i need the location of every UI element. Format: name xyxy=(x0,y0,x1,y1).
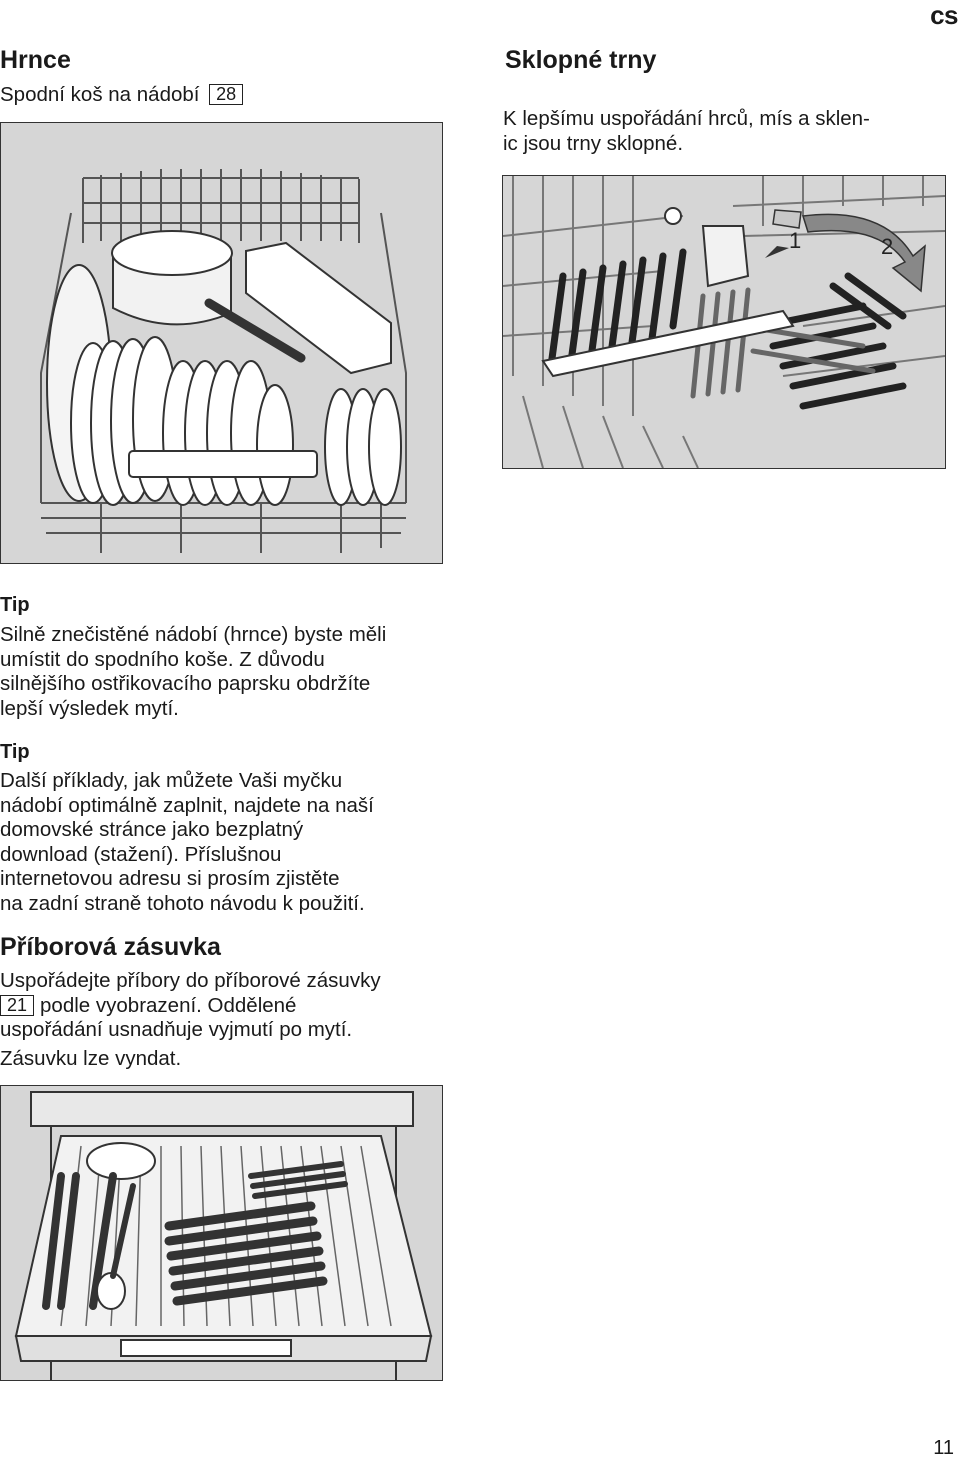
cutlery-line-2-text: podle vyobrazení. Oddělené xyxy=(40,993,297,1017)
page-number: 11 xyxy=(933,1437,954,1459)
tip-1-label: Tip xyxy=(0,594,30,616)
figure-label-2: 2 xyxy=(881,234,893,259)
cutlery-line-1: Uspořádejte příbory do příborové zásuvky xyxy=(0,969,381,992)
part-reference-28: 28 xyxy=(209,84,244,105)
folding-spikes-drawing: 1 2 xyxy=(503,176,945,468)
tip-1-line: lepší výsledek mytí. xyxy=(0,696,179,720)
subtitle-text: Spodní koš na nádobí xyxy=(0,83,200,106)
tip-2-line: nádobí optimálně zaplnit, najdete na naš… xyxy=(0,793,374,817)
section-title-pots: Hrnce xyxy=(0,46,71,74)
language-code: cs xyxy=(930,0,958,30)
folding-spikes-line: K lepšímu uspořádání hrců, mís a sklen- xyxy=(503,107,870,130)
lower-basket-illustration xyxy=(0,122,443,564)
cutlery-line-3: uspořádání usnadňuje vyjmutí po mytí. xyxy=(0,1018,353,1041)
tip-1-line: silnějšího ostřikovacího paprsku obdržít… xyxy=(0,672,371,695)
folding-spikes-illustration: 1 2 xyxy=(502,175,946,469)
folding-spikes-line: ic jsou trny sklopné. xyxy=(503,131,684,155)
tip-1-line: Silně znečistěné nádobí (hrnce) byste mě… xyxy=(0,623,387,646)
tip-2-line: domovské stránce jako bezplatný xyxy=(0,818,304,841)
tip-2-line: na zadní straně tohoto návodu k použití. xyxy=(0,891,365,915)
tip-2-line: download (stažení). Příslušnou xyxy=(0,842,282,866)
tip-2-line: internetovou adresu si prosím zjistěte xyxy=(0,867,340,890)
section-title-folding-spikes: Sklopné trny xyxy=(505,46,657,74)
cutlery-drawer-illustration xyxy=(0,1085,443,1381)
figure-label-1: 1 xyxy=(789,228,801,253)
cutlery-drawer-text: Uspořádejte příbory do příborové zásuvky… xyxy=(0,969,381,1071)
tip-1-line: umístit do spodního koše. Z důvodu xyxy=(0,647,325,671)
cutlery-drawer-drawing xyxy=(14,1091,433,1380)
tip-2-label: Tip xyxy=(0,741,30,763)
tip-2-text: Další příklady, jak můžete Vaši myčku ná… xyxy=(0,769,374,916)
section-subtitle-lower-basket: Spodní koš na nádobí 28 xyxy=(0,83,244,108)
tip-1-text: Silně znečistěné nádobí (hrnce) byste mě… xyxy=(0,623,386,721)
tip-2-line: Další příklady, jak můžete Vaši myčku xyxy=(0,769,343,792)
part-reference-21: 21 xyxy=(0,994,35,1016)
lower-basket-drawing xyxy=(40,169,407,553)
cutlery-line-4: Zásuvku lze vyndat. xyxy=(0,1046,182,1070)
section-title-cutlery-drawer: Příborová zásuvka xyxy=(0,933,221,961)
folding-spikes-text: K lepšímu uspořádání hrců, mís a sklen- … xyxy=(503,107,870,156)
